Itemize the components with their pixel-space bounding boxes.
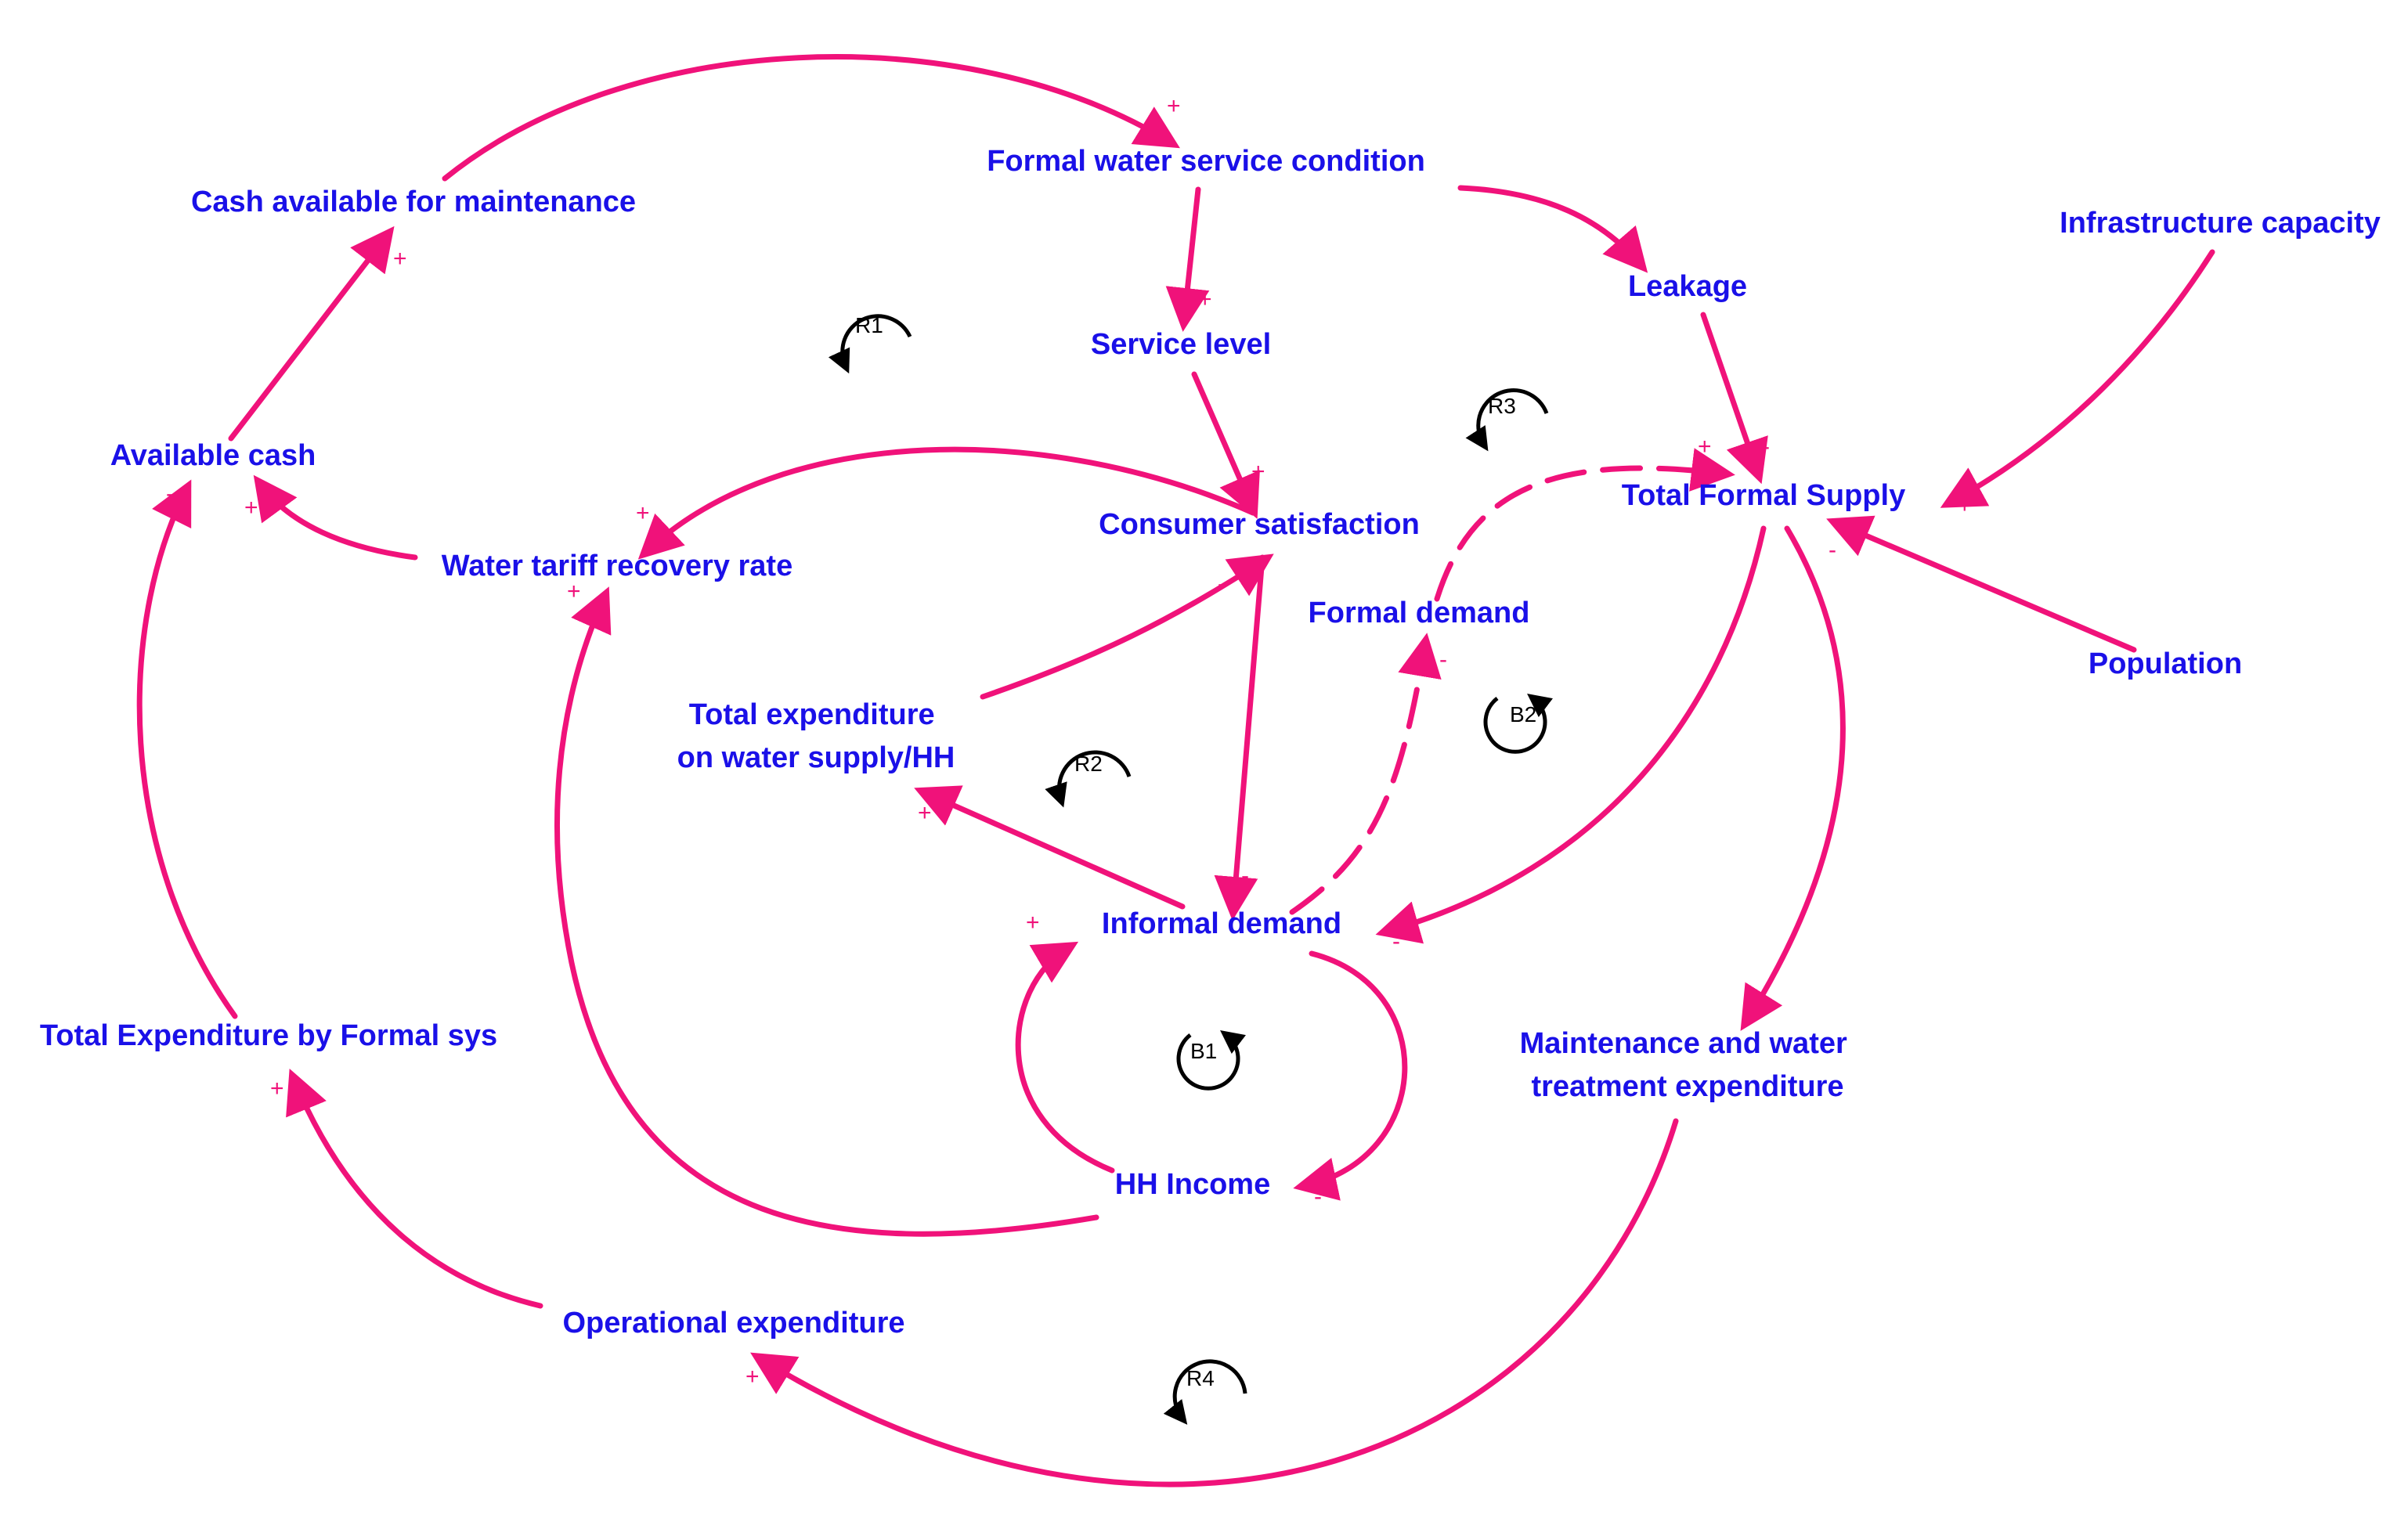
polarity-plus: + xyxy=(1698,434,1712,460)
causal-links xyxy=(136,54,2215,1487)
loop-label-r1: R1 xyxy=(855,313,883,337)
polarity-plus: + xyxy=(393,246,407,272)
link-service-level-to-consumer-satisfaction xyxy=(1191,371,1260,519)
polarity-plus: + xyxy=(1198,287,1212,312)
node-maintenance-line2: treatment expenditure xyxy=(1531,1070,1843,1103)
node-population: Population xyxy=(2088,647,2242,680)
link-formal-demand-to-total-formal-supply xyxy=(1434,448,1735,602)
loop-b2: B2 xyxy=(1483,693,1553,754)
loop-label-r2: R2 xyxy=(1074,752,1103,776)
node-maintenance-line1: Maintenance and water xyxy=(1520,1027,1847,1060)
polarity-plus: + xyxy=(270,1076,284,1102)
node-hh-income: HH Income xyxy=(1115,1168,1270,1201)
loop-label-r4: R4 xyxy=(1186,1366,1215,1390)
polarity-plus: + xyxy=(636,500,650,526)
link-infrastructure-to-total-formal-supply xyxy=(1940,249,2215,508)
loop-b1: B1 xyxy=(1176,1029,1246,1091)
node-total-expenditure-formal-sys: Total Expenditure by Formal sys xyxy=(40,1019,497,1052)
polarity-plus: + xyxy=(746,1364,760,1390)
node-leakage: Leakage xyxy=(1628,270,1747,303)
link-total-expenditure-formal-to-available-cash xyxy=(136,479,238,1019)
loop-markers: R1 R3 R2 R4 B2 B1 xyxy=(828,313,1553,1425)
polarity-minus: - xyxy=(1314,1184,1322,1210)
link-hh-income-to-informal-demand xyxy=(1015,941,1115,1174)
link-consumer-satisfaction-to-informal-demand xyxy=(1214,554,1265,921)
link-informal-demand-to-formal-demand xyxy=(1289,633,1442,915)
link-informal-demand-to-total-expenditure xyxy=(914,785,1186,910)
loop-label-b1: B1 xyxy=(1190,1039,1217,1063)
polarity-minus: - xyxy=(1829,537,1836,563)
polarity-signs: + + - + - + + - + - + + + - - + + - - + … xyxy=(166,93,1972,1390)
loop-r3: R3 xyxy=(1465,388,1549,452)
node-infrastructure-capacity: Infrastructure capacity xyxy=(2060,207,2381,240)
loop-r4: R4 xyxy=(1163,1359,1247,1425)
link-service-condition-to-service-level xyxy=(1165,186,1210,332)
polarity-minus: - xyxy=(1392,928,1400,954)
polarity-minus: - xyxy=(1630,218,1638,244)
link-available-cash-to-cash-maintenance xyxy=(228,225,395,442)
polarity-minus: - xyxy=(1241,863,1249,889)
node-maintenance-water-treatment-expenditure: Maintenance and water treatment expendit… xyxy=(1520,1027,1856,1103)
polarity-plus: + xyxy=(1748,999,1762,1025)
link-total-expenditure-to-consumer-satisfaction xyxy=(980,553,1274,700)
polarity-plus: + xyxy=(567,579,581,604)
link-hh-income-to-tariff-recovery xyxy=(554,586,1099,1237)
node-formal-demand: Formal demand xyxy=(1309,597,1530,629)
polarity-minus: - xyxy=(1762,434,1770,460)
link-leakage-to-total-formal-supply xyxy=(1700,312,1768,485)
loop-r2: R2 xyxy=(1045,750,1132,808)
link-operational-expenditure-to-total-expenditure-formal xyxy=(286,1069,543,1309)
link-tariff-recovery-to-available-cash xyxy=(253,474,418,561)
link-population-to-total-formal-supply xyxy=(1826,515,2137,653)
polarity-plus: + xyxy=(1251,459,1265,485)
polarity-plus: + xyxy=(918,800,932,826)
node-operational-expenditure: Operational expenditure xyxy=(562,1307,904,1339)
link-service-condition-to-leakage xyxy=(1457,185,1648,273)
loop-label-b2: B2 xyxy=(1510,702,1536,727)
node-water-tariff-recovery-rate: Water tariff recovery rate xyxy=(442,550,792,582)
node-cash-available-for-maintenance: Cash available for maintenance xyxy=(191,186,636,218)
link-consumer-satisfaction-to-tariff-recovery xyxy=(637,446,1256,560)
link-total-formal-supply-to-maintenance xyxy=(1740,525,1846,1031)
polarity-plus: + xyxy=(1958,492,1972,518)
node-formal-water-service-condition: Formal water service condition xyxy=(987,145,1425,178)
loop-r1: R1 xyxy=(828,313,912,374)
node-service-level: Service level xyxy=(1091,328,1271,361)
polarity-minus: - xyxy=(1218,571,1226,597)
node-available-cash: Available cash xyxy=(110,439,316,472)
polarity-minus: - xyxy=(166,481,174,507)
node-total-formal-supply: Total Formal Supply xyxy=(1622,479,1905,512)
node-total-expenditure-line1: Total expenditure xyxy=(689,698,935,731)
link-maintenance-to-operational-expenditure xyxy=(750,1118,1679,1487)
node-total-expenditure-line2: on water supply/HH xyxy=(677,741,955,774)
link-cash-maintenance-to-service-condition xyxy=(442,54,1180,182)
link-total-formal-supply-to-informal-demand xyxy=(1375,525,1767,944)
polarity-minus: - xyxy=(1439,647,1447,672)
node-total-expenditure-water-supply: Total expenditure on water supply/HH xyxy=(677,698,955,774)
variable-nodes: Formal water service condition Cash avai… xyxy=(40,145,2381,1339)
link-informal-demand-to-hh-income xyxy=(1293,950,1408,1201)
polarity-plus: + xyxy=(1026,910,1040,936)
node-consumer-satisfaction: Consumer satisfaction xyxy=(1099,508,1420,541)
polarity-plus: + xyxy=(1167,93,1181,119)
polarity-plus: + xyxy=(244,495,258,521)
node-informal-demand: Informal demand xyxy=(1102,907,1341,940)
loop-label-r3: R3 xyxy=(1488,394,1516,418)
